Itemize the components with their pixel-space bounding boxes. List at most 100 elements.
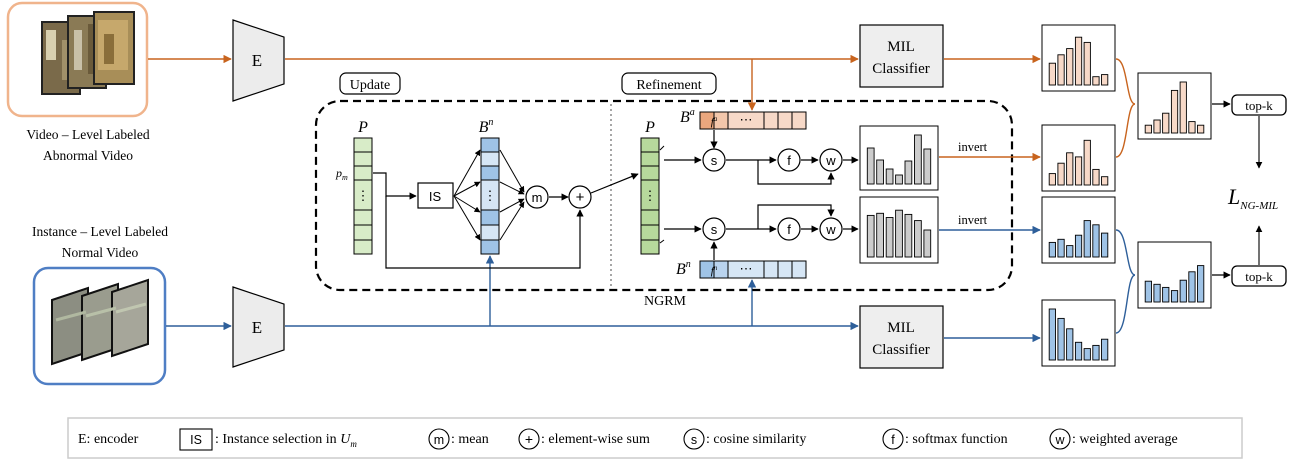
refine-top-bar — [885, 168, 894, 185]
combined-top-bar — [1170, 89, 1179, 134]
softmax-node-bottom-label: f — [787, 222, 791, 237]
update-bn-vector — [480, 137, 500, 255]
combined-top-bar — [1188, 121, 1196, 134]
combined-top-bar — [1144, 124, 1152, 134]
abnormal-feature-flow — [285, 54, 859, 111]
loss-label: LNG-MIL — [1227, 184, 1278, 212]
abnormal-video-label-line2: Abnormal Video — [43, 148, 133, 163]
legend-mean-symbol: m — [434, 433, 444, 447]
ba-dots: ⋯ — [740, 112, 753, 127]
combined-bottom-bar — [1197, 265, 1205, 303]
refine-bn-label: Bn — [676, 259, 691, 278]
mil-classifier-top-line1: MIL — [887, 39, 915, 55]
combined-top-bar — [1153, 119, 1161, 134]
update-bn-label: Bn — [479, 117, 494, 136]
top-inverted-bar — [1048, 173, 1056, 186]
bottom-inverted-bar — [1066, 245, 1074, 258]
refine-top-bar — [866, 147, 875, 185]
ba-label: Ba — [680, 107, 695, 126]
refine-bottom-bar — [885, 217, 894, 258]
ba-vector — [699, 111, 807, 130]
bottom-inverted-score-chart — [1041, 196, 1116, 264]
combined-bottom-bar — [1188, 271, 1196, 303]
top-mil-bar — [1092, 76, 1100, 86]
weighted-node-top-label: w — [825, 153, 836, 168]
refine-bottom-bar — [914, 220, 922, 258]
mean-node-label: m — [532, 190, 543, 205]
legend-softmax-symbol: f — [891, 433, 895, 447]
top-inverted-bar — [1083, 139, 1091, 186]
refinement-label: Refinement — [636, 78, 701, 93]
combined-bottom-score-chart — [1137, 241, 1212, 309]
top-mil-score-chart — [1041, 24, 1116, 92]
bottom-inverted-bar — [1048, 241, 1056, 258]
refine-bn-vector — [699, 260, 807, 279]
refine-p-label: P — [644, 119, 655, 136]
merge-top-brace — [1115, 58, 1136, 158]
top-mil-bar — [1066, 48, 1074, 86]
s-bypass-to-w-bottom-arrow — [757, 204, 835, 229]
bottom-inverted-bar — [1092, 224, 1100, 258]
bottom-mil-bar — [1066, 328, 1074, 361]
normal-video-label-line2: Normal Video — [62, 245, 139, 260]
refine-top-score-chart — [859, 125, 939, 191]
bottom-inverted-bar — [1083, 220, 1091, 258]
mil-classifier-bottom: MIL Classifier — [859, 305, 944, 369]
legend-softmax-text: : softmax function — [905, 432, 1008, 447]
invert-top-label: invert — [958, 140, 988, 154]
p-skip-to-sum-arrow — [385, 196, 584, 269]
softmax-node-bottom: f — [777, 217, 801, 241]
cosine-node-top: s — [702, 148, 726, 172]
combined-bottom-bar — [1153, 283, 1161, 303]
combined-top-bar — [1197, 124, 1205, 134]
refine-bottom-score-chart — [859, 196, 939, 264]
cosine-node-top-label: s — [711, 153, 718, 168]
bottom-mil-bar — [1083, 348, 1091, 361]
is-to-bn-arrows — [453, 149, 481, 241]
abnormal-video-frames — [41, 11, 135, 95]
legend-encoder: E: encoder — [78, 432, 139, 447]
refine-bottom-bar — [866, 214, 875, 258]
combined-top-bar — [1162, 112, 1170, 134]
softmax-node-top-label: f — [787, 153, 791, 168]
refine-bottom-bar — [895, 209, 903, 258]
bottom-mil-bar — [1074, 341, 1083, 361]
encoder-bottom-label: E — [252, 318, 262, 337]
update-p-vector — [353, 137, 373, 255]
legend-sum-text: : element-wise sum — [541, 432, 650, 447]
weighted-node-bottom-label: w — [825, 222, 836, 237]
s-bypass-to-w-top-arrow — [757, 160, 835, 185]
cosine-node-bottom-label: s — [711, 222, 718, 237]
top-mil-bar — [1048, 62, 1056, 86]
refine-top-bar — [923, 148, 932, 185]
legend-is-text: : Instance selection in Um — [215, 432, 357, 449]
abnormal-video-label-line1: Video – Level Labeled — [26, 127, 150, 142]
top-inverted-bar — [1057, 162, 1065, 186]
cosine-node-bottom: s — [702, 217, 726, 241]
top-mil-bar — [1074, 36, 1083, 86]
bottom-mil-bar — [1048, 308, 1056, 361]
ngrm-label: NGRM — [644, 294, 687, 309]
legend-cosine-symbol: s — [691, 433, 697, 447]
refine-top-bar — [895, 174, 903, 185]
legend: E: encoder IS : Instance selection in Um… — [67, 417, 1243, 459]
normal-video-frames — [51, 278, 149, 366]
refine-bn-dots: ⋯ — [740, 261, 753, 276]
sum-node: + — [568, 185, 592, 209]
pm-label: pm — [335, 166, 348, 182]
fa-label: fa — [711, 115, 718, 128]
refine-p-vdots: ⋮ — [644, 188, 657, 203]
refine-top-bar — [904, 160, 913, 185]
bottom-mil-bar — [1057, 317, 1065, 361]
refine-top-bar — [876, 159, 884, 185]
sum-to-refined-p-arrow — [590, 173, 639, 194]
top-inverted-bar — [1074, 156, 1083, 186]
update-tag: Update — [339, 72, 401, 95]
legend-weighted-text: : weighted average — [1072, 432, 1178, 447]
legend-weighted-symbol: w — [1054, 433, 1065, 447]
bottom-inverted-bar — [1101, 232, 1109, 258]
combined-bottom-bar — [1144, 280, 1152, 303]
legend-mean-text: : mean — [451, 432, 489, 447]
is-box: IS — [417, 182, 454, 209]
